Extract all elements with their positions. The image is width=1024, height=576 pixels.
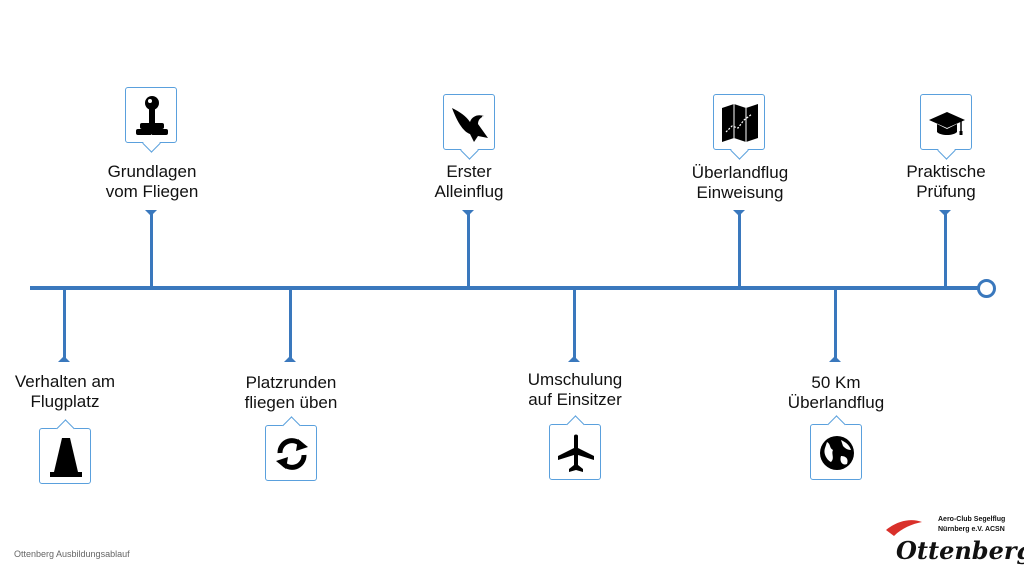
milestone-icon-box bbox=[920, 94, 972, 160]
traffic-cone-icon bbox=[50, 438, 82, 477]
milestone-cap bbox=[58, 356, 70, 362]
milestone-cap bbox=[568, 356, 580, 362]
timeline-end-marker bbox=[977, 279, 996, 298]
milestone-cap bbox=[462, 210, 474, 216]
glider-swoosh-icon bbox=[886, 520, 922, 536]
timeline-axis bbox=[30, 286, 978, 290]
milestone-stem bbox=[467, 212, 470, 288]
milestone-stem bbox=[834, 288, 837, 360]
milestone-icon-box bbox=[810, 415, 862, 480]
milestone-stem bbox=[150, 212, 153, 288]
joystick-icon bbox=[136, 96, 168, 135]
eagle-icon bbox=[452, 108, 488, 142]
milestone-stem bbox=[944, 212, 947, 288]
graduation-cap-icon bbox=[929, 112, 965, 135]
footer-caption: Ottenberg Ausbildungsablauf bbox=[14, 549, 130, 559]
milestone-icon-box bbox=[443, 94, 495, 160]
circular-arrows-icon bbox=[276, 438, 308, 470]
map-icon bbox=[722, 104, 758, 142]
milestone-stem bbox=[63, 288, 66, 360]
milestone-cap bbox=[733, 210, 745, 216]
milestone-stem bbox=[289, 288, 292, 360]
milestone-stem bbox=[738, 212, 741, 288]
milestone-cap bbox=[829, 356, 841, 362]
milestone-icon-box bbox=[549, 415, 601, 480]
milestone-icon-box bbox=[265, 416, 317, 481]
milestone-icon-box bbox=[125, 87, 177, 153]
airplane-icon bbox=[558, 434, 594, 472]
milestone-stem bbox=[573, 288, 576, 360]
globe-icon bbox=[820, 436, 854, 470]
milestone-cap bbox=[939, 210, 951, 216]
milestone-cap bbox=[145, 210, 157, 216]
milestone-icon-box bbox=[713, 94, 765, 160]
milestone-icon-box bbox=[39, 419, 91, 484]
milestone-cap bbox=[284, 356, 296, 362]
